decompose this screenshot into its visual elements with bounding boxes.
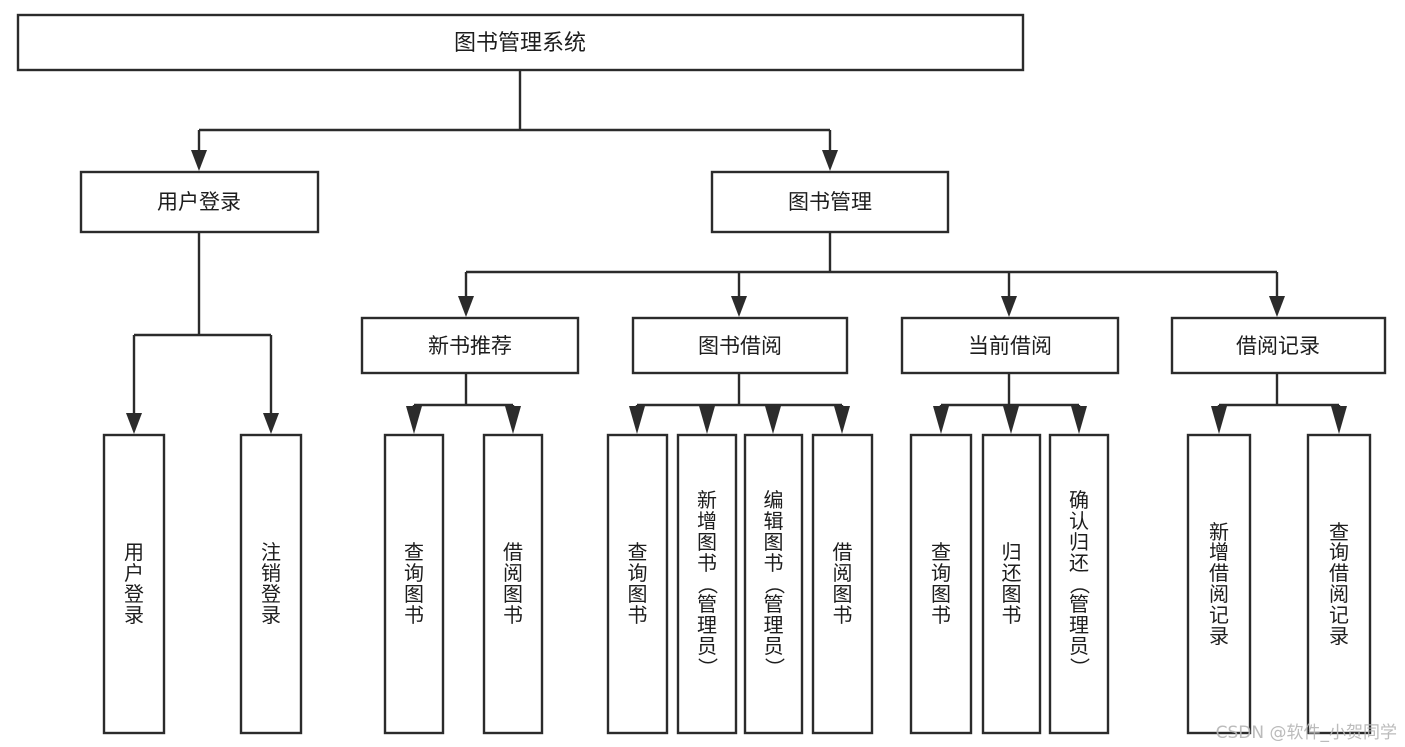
arrow-leaf-borrow-add bbox=[699, 406, 715, 434]
arrow-to-book-mgmt bbox=[822, 150, 838, 171]
leaf-box-newbook-query-book[interactable] bbox=[383, 433, 445, 735]
arrow-leaf-newbook-query bbox=[406, 406, 422, 434]
node-book-management-label: 图书管理 bbox=[788, 190, 872, 214]
arrow-leaf-record-query bbox=[1331, 406, 1347, 434]
node-book-management[interactable] bbox=[710, 170, 950, 234]
arrow-leaf-logout bbox=[263, 413, 279, 434]
leaf-box-current-return-book[interactable] bbox=[981, 433, 1042, 735]
leaf-box-user-login[interactable] bbox=[102, 433, 166, 735]
node-new-book-recommendation-label: 新书推荐 bbox=[428, 334, 512, 358]
arrow-leaf-record-add bbox=[1211, 406, 1227, 434]
arrow-leaf-borrow-lend bbox=[834, 406, 850, 434]
node-new-book-recommendation[interactable] bbox=[360, 316, 580, 375]
connector-layer bbox=[126, 70, 1347, 434]
leaf-box-logout[interactable] bbox=[239, 433, 303, 735]
node-user-login-label: 用户登录 bbox=[157, 190, 241, 214]
leaf-box-borrow-add-book[interactable] bbox=[676, 433, 738, 735]
leaf-box-newbook-borrow-book[interactable] bbox=[482, 433, 544, 735]
arrow-leaf-borrow-edit bbox=[765, 406, 781, 434]
leaf-box-current-confirm-return[interactable] bbox=[1048, 433, 1110, 735]
arrow-to-book-borrow bbox=[731, 296, 747, 317]
arrow-leaf-current-confirm bbox=[1071, 406, 1087, 434]
node-layer: 图书管理系统 用户登录 图书管理 新书推荐 图书借阅 当前借阅 借阅记录 bbox=[16, 13, 1387, 735]
node-book-borrowing-label: 图书借阅 bbox=[698, 334, 782, 358]
arrow-leaf-user-login bbox=[126, 413, 142, 434]
leaf-box-borrow-edit-book[interactable] bbox=[743, 433, 804, 735]
node-borrowing-record-label: 借阅记录 bbox=[1236, 334, 1320, 358]
arrow-leaf-borrow-query bbox=[629, 406, 645, 434]
node-root-book-management-system[interactable] bbox=[16, 13, 1025, 72]
arrow-leaf-current-return bbox=[1003, 406, 1019, 434]
leaf-box-borrow-lend-book[interactable] bbox=[811, 433, 874, 735]
arrow-to-new-book-rec bbox=[458, 296, 474, 317]
leaf-box-current-query-book[interactable] bbox=[909, 433, 973, 735]
node-root-label: 图书管理系统 bbox=[454, 31, 586, 56]
node-current-borrowing-label: 当前借阅 bbox=[968, 334, 1052, 358]
arrow-leaf-current-query bbox=[933, 406, 949, 434]
node-current-borrowing[interactable] bbox=[900, 316, 1120, 375]
node-user-login[interactable] bbox=[79, 170, 320, 234]
leaf-box-record-add[interactable] bbox=[1186, 433, 1252, 735]
arrow-to-borrow-record bbox=[1269, 296, 1285, 317]
arrow-to-current-borrow bbox=[1001, 296, 1017, 317]
arrow-leaf-newbook-borrow bbox=[505, 406, 521, 434]
leaf-box-borrow-query-book[interactable] bbox=[606, 433, 669, 735]
node-book-borrowing[interactable] bbox=[631, 316, 849, 375]
leaf-box-record-query[interactable] bbox=[1306, 433, 1372, 735]
arrow-to-user-login bbox=[191, 150, 207, 171]
node-borrowing-record[interactable] bbox=[1170, 316, 1387, 375]
